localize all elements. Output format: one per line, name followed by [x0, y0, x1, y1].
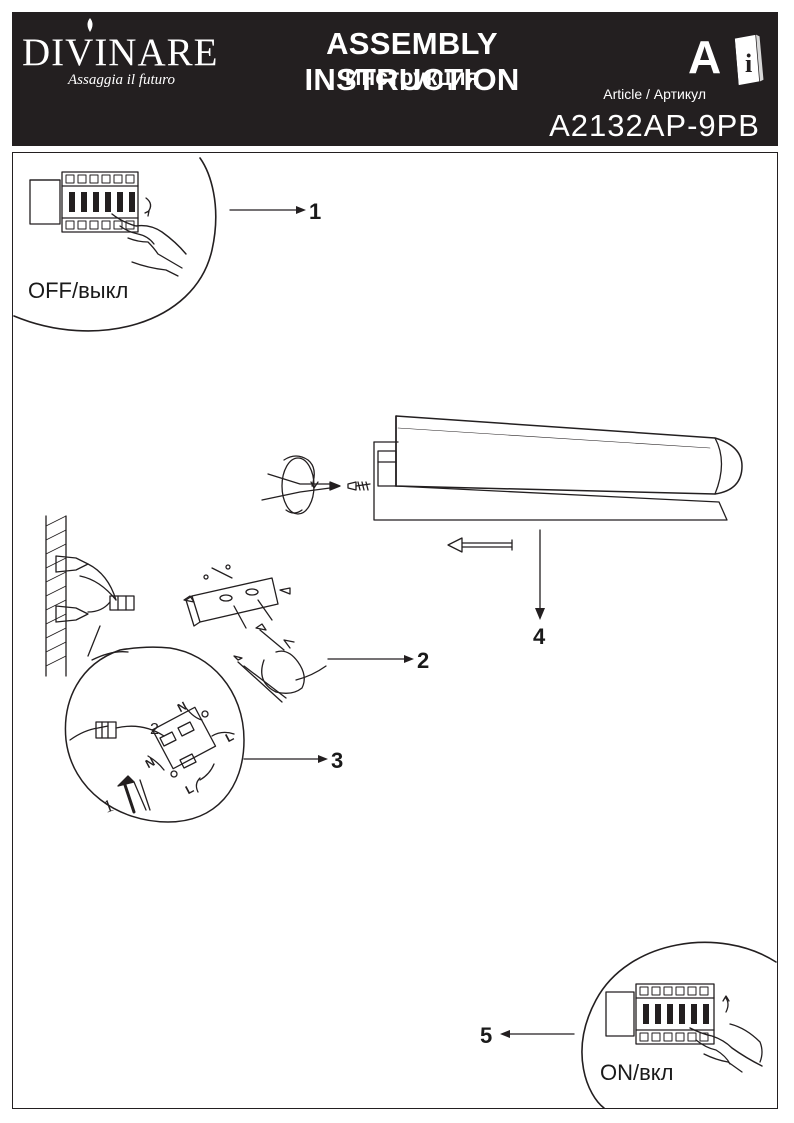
- wall-with-dowels: [45, 515, 135, 677]
- wiring-sub-1: 1: [101, 795, 116, 817]
- screwdriver-wall: [233, 623, 327, 703]
- wiring-detail-circle: 2 1 N N L L: [64, 646, 245, 823]
- breaker-on-illustration: [581, 941, 777, 1109]
- title-english: ASSEMBLY INSTRUCTION: [304, 26, 520, 97]
- step-number-2: 2: [417, 648, 430, 673]
- wiring-l-bottom: L: [183, 781, 196, 797]
- on-label: ON/вкл: [600, 1060, 674, 1085]
- info-book-icon: i: [733, 33, 765, 87]
- lamp-body-illustration: [373, 415, 743, 521]
- wiring-n-top: N: [175, 699, 189, 715]
- wiring-n-bottom: N: [143, 755, 157, 771]
- document-header: DIVINARE Assaggia il futuro ASSEMBLY INS…: [12, 12, 778, 146]
- article-code: A2132AP-9PB: [549, 108, 760, 143]
- step-number-5: 5: [480, 1023, 493, 1048]
- step-number-4: 4: [533, 624, 546, 649]
- language-letter: A: [688, 31, 722, 83]
- step-number-1: 1: [309, 199, 322, 224]
- mounting-bracket: [183, 564, 291, 629]
- wiring-sub-2: 2: [150, 721, 159, 738]
- wiring-l-top: L: [223, 729, 236, 745]
- fixing-screw: [347, 481, 371, 491]
- logo-flame-icon: [87, 18, 93, 32]
- breaker-off-illustration: [13, 157, 217, 332]
- step-number-3: 3: [331, 748, 344, 773]
- instruction-frame: [12, 152, 778, 1109]
- off-label: OFF/выкл: [28, 278, 129, 303]
- screwdriver-rotation: [261, 455, 341, 515]
- title-russian: Инструкция: [344, 64, 480, 90]
- info-letter: i: [745, 49, 752, 78]
- brand-tagline: Assaggia il futuro: [68, 72, 175, 88]
- article-label: Article / Артикул: [603, 86, 706, 102]
- brand-logo: DIVINARE: [22, 31, 219, 74]
